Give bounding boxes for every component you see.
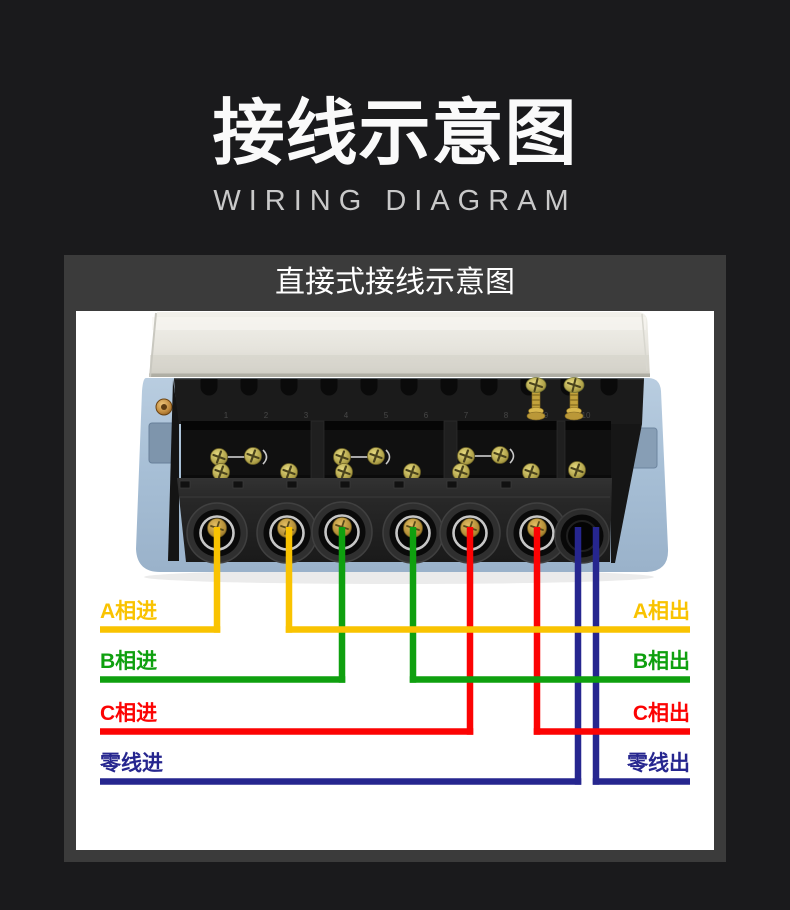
svg-text:2: 2	[264, 411, 269, 420]
svg-text:3: 3	[304, 411, 309, 420]
terminal-block: 1 2 3 4 5 6 7 8 9 10	[168, 376, 644, 565]
panel-title: 直接式接线示意图	[275, 266, 515, 299]
wire-horizontals	[100, 626, 690, 785]
wire-verticals	[213, 527, 600, 785]
label-phase-c-out: C相出	[632, 702, 690, 725]
label-phase-b-in: B相进	[100, 650, 158, 673]
wiring-diagram-canvas: 1 2 3 4 5 6 7 8 9 10	[100, 312, 690, 785]
label-neutral-in: 零线进	[100, 752, 163, 775]
page-subtitle: WIRING DIAGRAM	[213, 185, 577, 217]
svg-text:7: 7	[464, 411, 469, 420]
svg-text:9: 9	[544, 411, 549, 420]
terminal-numbers: 1 2 3 4 5 6 7 8 9 10	[224, 411, 591, 420]
label-phase-b-out: B相出	[632, 650, 690, 673]
svg-text:10: 10	[582, 411, 591, 420]
svg-text:1: 1	[224, 411, 229, 420]
mount-insert-left-core	[161, 404, 167, 410]
svg-text:5: 5	[384, 411, 389, 420]
chamber-divider	[310, 420, 325, 480]
chamber-screws	[209, 445, 587, 482]
label-phase-a-in: A相进	[100, 600, 158, 623]
svg-text:8: 8	[504, 411, 509, 420]
meter-cover	[149, 312, 650, 378]
svg-text:6: 6	[424, 411, 429, 420]
meter-photo: 1 2 3 4 5 6 7 8 9 10	[136, 312, 669, 584]
label-phase-c-in: C相进	[100, 702, 158, 725]
svg-text:4: 4	[344, 411, 349, 420]
meter-shadow	[144, 570, 654, 584]
chamber-divider	[556, 420, 566, 480]
label-neutral-out: 零线出	[627, 752, 690, 775]
terminal-plates	[179, 480, 512, 489]
label-phase-a-out: A相出	[632, 600, 690, 623]
page-title: 接线示意图	[212, 94, 578, 174]
